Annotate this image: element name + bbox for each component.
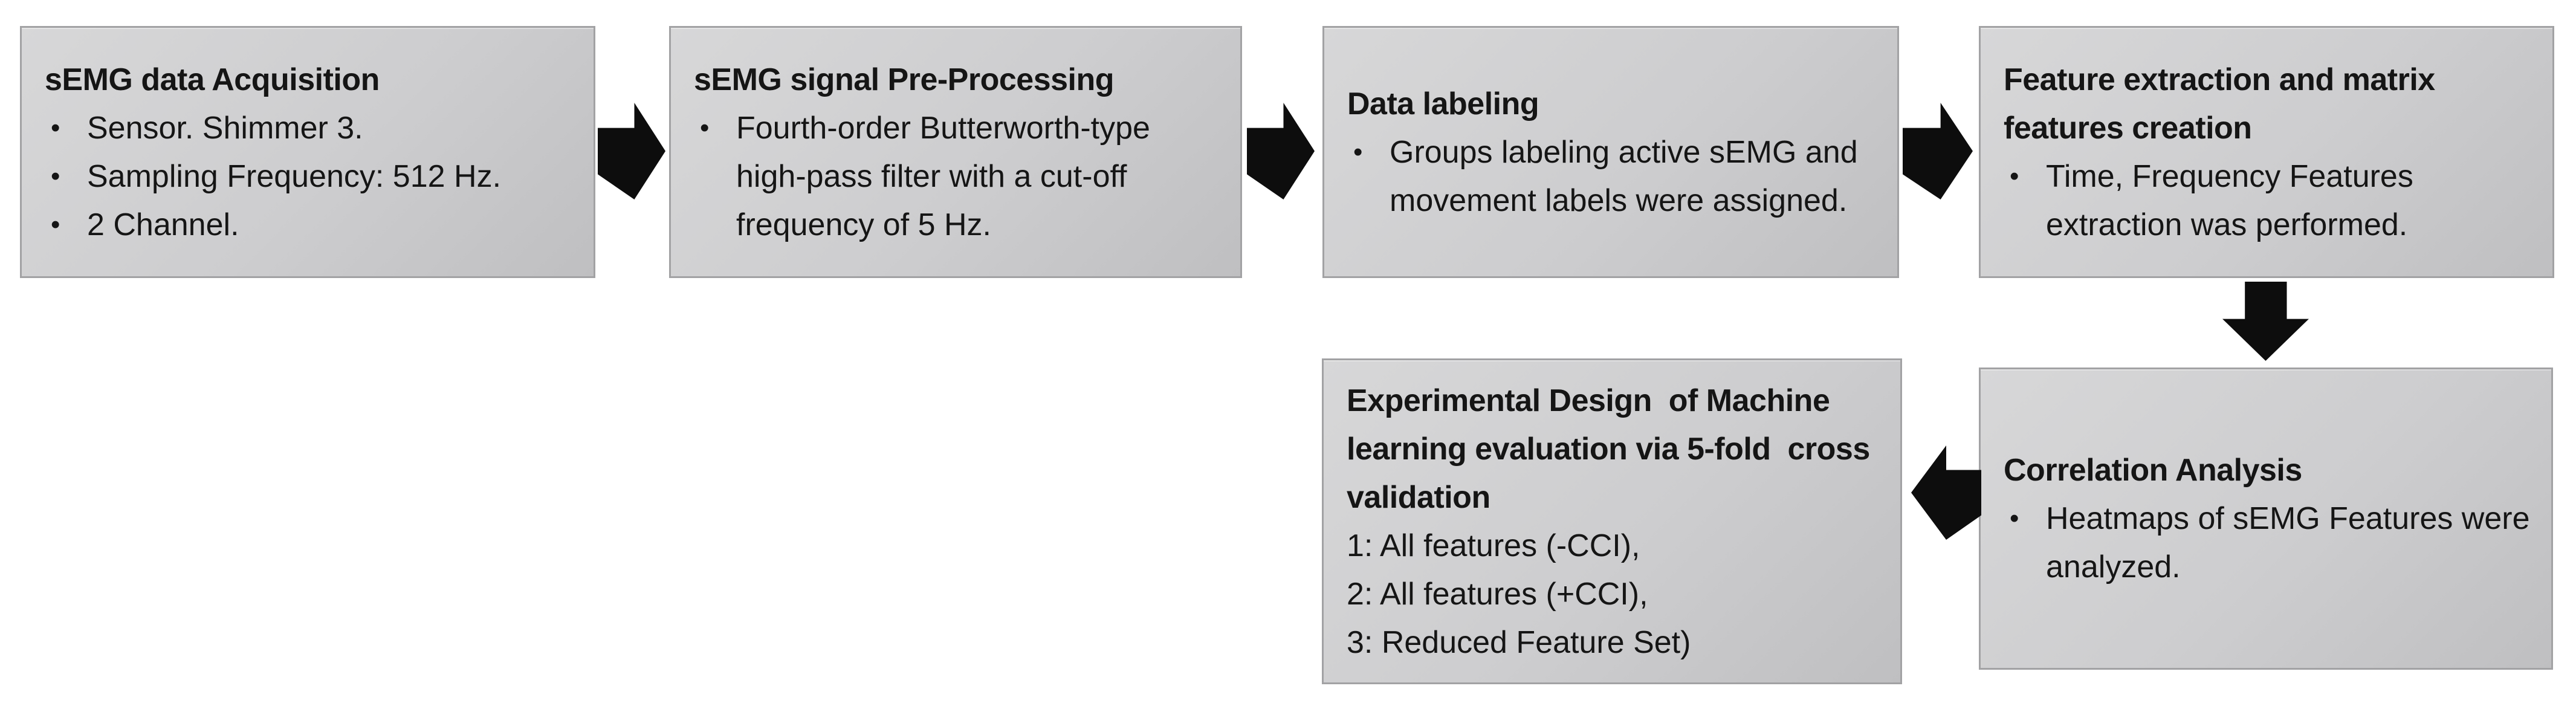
- flow-arrow-right-icon: [1247, 103, 1315, 199]
- bullet-text: Time, Frequency Features extraction was …: [2046, 158, 2413, 242]
- list-item: • Fourth-order Butterworth-type high-pas…: [694, 104, 1223, 249]
- list-item: • Sampling Frequency: 512 Hz.: [45, 152, 577, 201]
- flow-arrow-right-icon: [598, 103, 665, 199]
- flow-box-semg-signal-preprocessing: sEMG signal Pre-Processing • Fourth-orde…: [669, 26, 1242, 278]
- list-item: • Heatmaps of sEMG Features were analyze…: [2004, 494, 2534, 591]
- bullet-text: Sampling Frequency: 512 Hz.: [87, 158, 502, 194]
- bullet-text: Groups labeling active sEMG and movement…: [1390, 134, 1858, 218]
- flow-arrow-left-icon: [1911, 445, 1981, 540]
- list-item: • Time, Frequency Features extraction wa…: [2004, 152, 2536, 249]
- bullet-icon: •: [700, 112, 710, 143]
- list-item: • 2 Channel.: [45, 201, 577, 249]
- bullet-text: Heatmaps of sEMG Features were analyzed.: [2046, 501, 2530, 585]
- box-title: Experimental Design of Machine learning …: [1347, 383, 1870, 515]
- box-title: Data labeling: [1347, 86, 1539, 121]
- flow-box-feature-extraction: Feature extraction and matrix features c…: [1979, 26, 2554, 278]
- bullet-icon: •: [2010, 504, 2019, 533]
- bullet-icon: •: [2010, 161, 2019, 191]
- bullet-text: 2 Channel.: [87, 207, 239, 242]
- box-title: Correlation Analysis: [2004, 453, 2302, 488]
- experiment-line: 3: Reduced Feature Set): [1347, 624, 1691, 660]
- flow-box-correlation-analysis: Correlation Analysis • Heatmaps of sEMG …: [1979, 368, 2553, 670]
- bullet-icon: •: [51, 161, 60, 191]
- list-item: • Sensor. Shimmer 3.: [45, 104, 577, 152]
- bullet-text: Sensor. Shimmer 3.: [87, 110, 363, 146]
- box-title: Feature extraction and matrix features c…: [2004, 62, 2435, 146]
- box-title: sEMG signal Pre-Processing: [694, 62, 1115, 97]
- bullet-icon: •: [51, 209, 60, 239]
- bullet-icon: •: [1353, 137, 1363, 167]
- flow-arrow-right-icon: [1903, 103, 1973, 199]
- flow-box-semg-data-acquisition: sEMG data Acquisition • Sensor. Shimmer …: [20, 26, 595, 278]
- bullet-text: Fourth-order Butterworth-type high-pass …: [736, 110, 1150, 242]
- flow-box-experimental-design: Experimental Design of Machine learning …: [1322, 358, 1902, 684]
- experiment-line: 2: All features (+CCI),: [1347, 576, 1648, 612]
- flow-arrow-down-icon: [2222, 282, 2309, 361]
- experiment-line: 1: All features (-CCI),: [1347, 528, 1640, 563]
- bullet-icon: •: [51, 112, 60, 143]
- flow-box-data-labeling: Data labeling • Groups labeling active s…: [1322, 26, 1899, 278]
- box-title: sEMG data Acquisition: [45, 62, 380, 97]
- list-item: • Groups labeling active sEMG and moveme…: [1347, 128, 1880, 225]
